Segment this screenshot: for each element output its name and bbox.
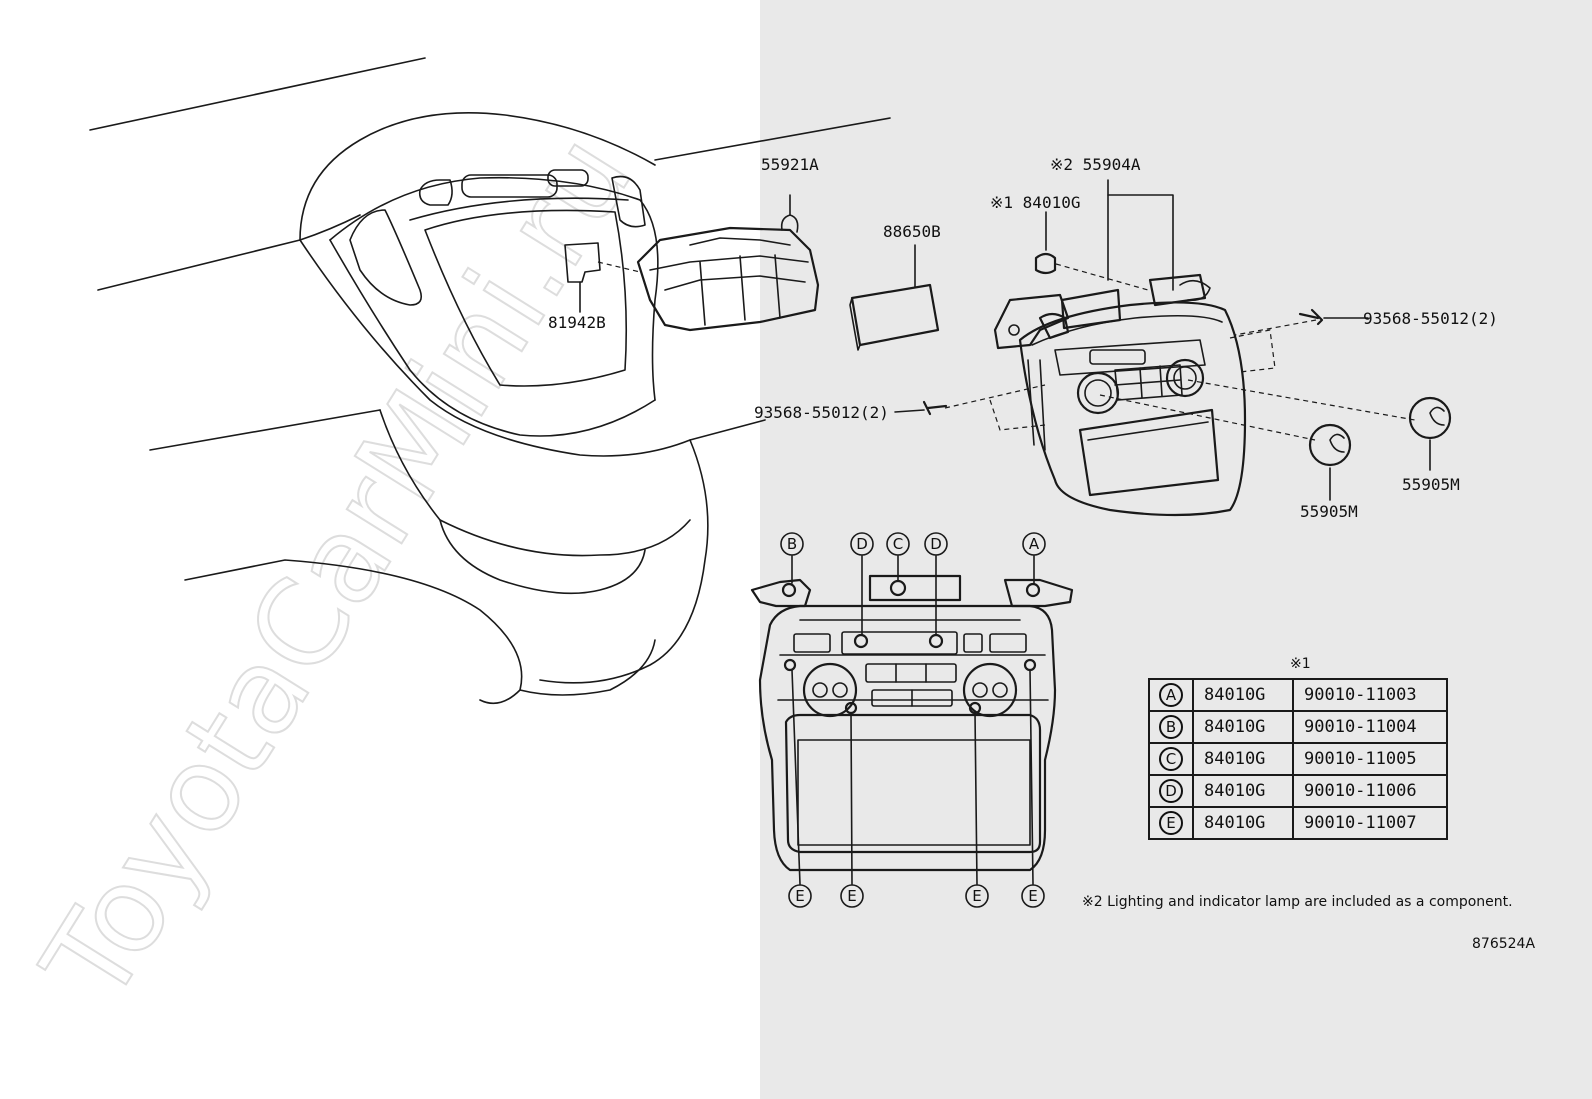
screw-left <box>894 400 948 416</box>
bulb-84010G <box>1034 211 1149 291</box>
row-part: 84010G <box>1192 806 1294 840</box>
label-88650B: 88650B <box>883 222 941 241</box>
label-55904A: ※2 55904A <box>1050 155 1141 174</box>
row-number: 90010-11007 <box>1292 806 1448 840</box>
row-letter: B <box>1159 715 1183 739</box>
knob-55905M-a <box>1308 423 1352 501</box>
svg-text:E: E <box>795 887 804 905</box>
callout-E-4: E <box>1021 669 1045 908</box>
screw-right <box>1298 308 1369 326</box>
table-row: D 84010G 90010-11006 <box>1148 774 1448 808</box>
table-mark: ※1 <box>1290 656 1311 672</box>
label-55905M-b: 55905M <box>1402 475 1460 494</box>
row-number: 90010-11004 <box>1292 710 1448 744</box>
row-letter: C <box>1159 747 1183 771</box>
row-number: 90010-11003 <box>1292 678 1448 712</box>
table-row: E 84010G 90010-11007 <box>1148 806 1448 840</box>
row-part: 84010G <box>1192 742 1294 776</box>
dashboard-illustration <box>89 57 891 705</box>
label-81942B: 81942B <box>548 313 606 332</box>
callout-E-3: E <box>965 712 989 908</box>
table-row: C 84010G 90010-11005 <box>1148 742 1448 776</box>
row-part: 84010G <box>1192 710 1294 744</box>
right-shaded-panel <box>760 0 1592 1099</box>
knob-55905M-b <box>1408 396 1452 471</box>
panel-55904A <box>944 179 1416 517</box>
svg-text:D: D <box>930 535 942 553</box>
diagram-id: 876524A <box>1472 936 1535 952</box>
pad-88650B <box>849 244 940 351</box>
callout-D-right: D <box>924 532 948 635</box>
svg-text:C: C <box>893 535 903 553</box>
callout-D-left: D <box>850 532 874 635</box>
callout-B: B <box>780 532 804 584</box>
label-93568-left: 93568-55012(2) <box>754 403 889 422</box>
callout-E-2: E <box>840 712 864 908</box>
label-93568-right: 93568-55012(2) <box>1363 309 1498 328</box>
table-row: B 84010G 90010-11004 <box>1148 710 1448 744</box>
row-letter: E <box>1159 811 1183 835</box>
label-55905M-a: 55905M <box>1300 502 1358 521</box>
callout-C: C <box>886 532 910 581</box>
label-84010G: ※1 84010G <box>990 193 1080 212</box>
row-letter: A <box>1159 683 1183 707</box>
callout-E-1: E <box>788 669 812 908</box>
row-letter: D <box>1159 779 1183 803</box>
svg-text:E: E <box>1028 887 1037 905</box>
table-row: A 84010G 90010-11003 <box>1148 678 1448 712</box>
svg-text:E: E <box>972 887 981 905</box>
front-view-panel <box>750 574 1074 872</box>
svg-text:E: E <box>847 887 856 905</box>
row-part: 84010G <box>1192 678 1294 712</box>
row-part: 84010G <box>1192 774 1294 808</box>
svg-text:B: B <box>787 535 797 553</box>
footnote: ※2 Lighting and indicator lamp are inclu… <box>1082 894 1513 910</box>
row-number: 90010-11005 <box>1292 742 1448 776</box>
svg-text:D: D <box>856 535 868 553</box>
watermark: ToyotaCarMini.ru <box>16 111 659 1025</box>
parts-table: A 84010G 90010-11003 B 84010G 90010-1100… <box>1148 678 1448 840</box>
row-number: 90010-11006 <box>1292 774 1448 808</box>
label-55921A: 55921A <box>761 155 819 174</box>
svg-text:A: A <box>1029 535 1040 553</box>
bracket-55921A <box>597 194 820 332</box>
callout-A: A <box>1022 532 1046 584</box>
